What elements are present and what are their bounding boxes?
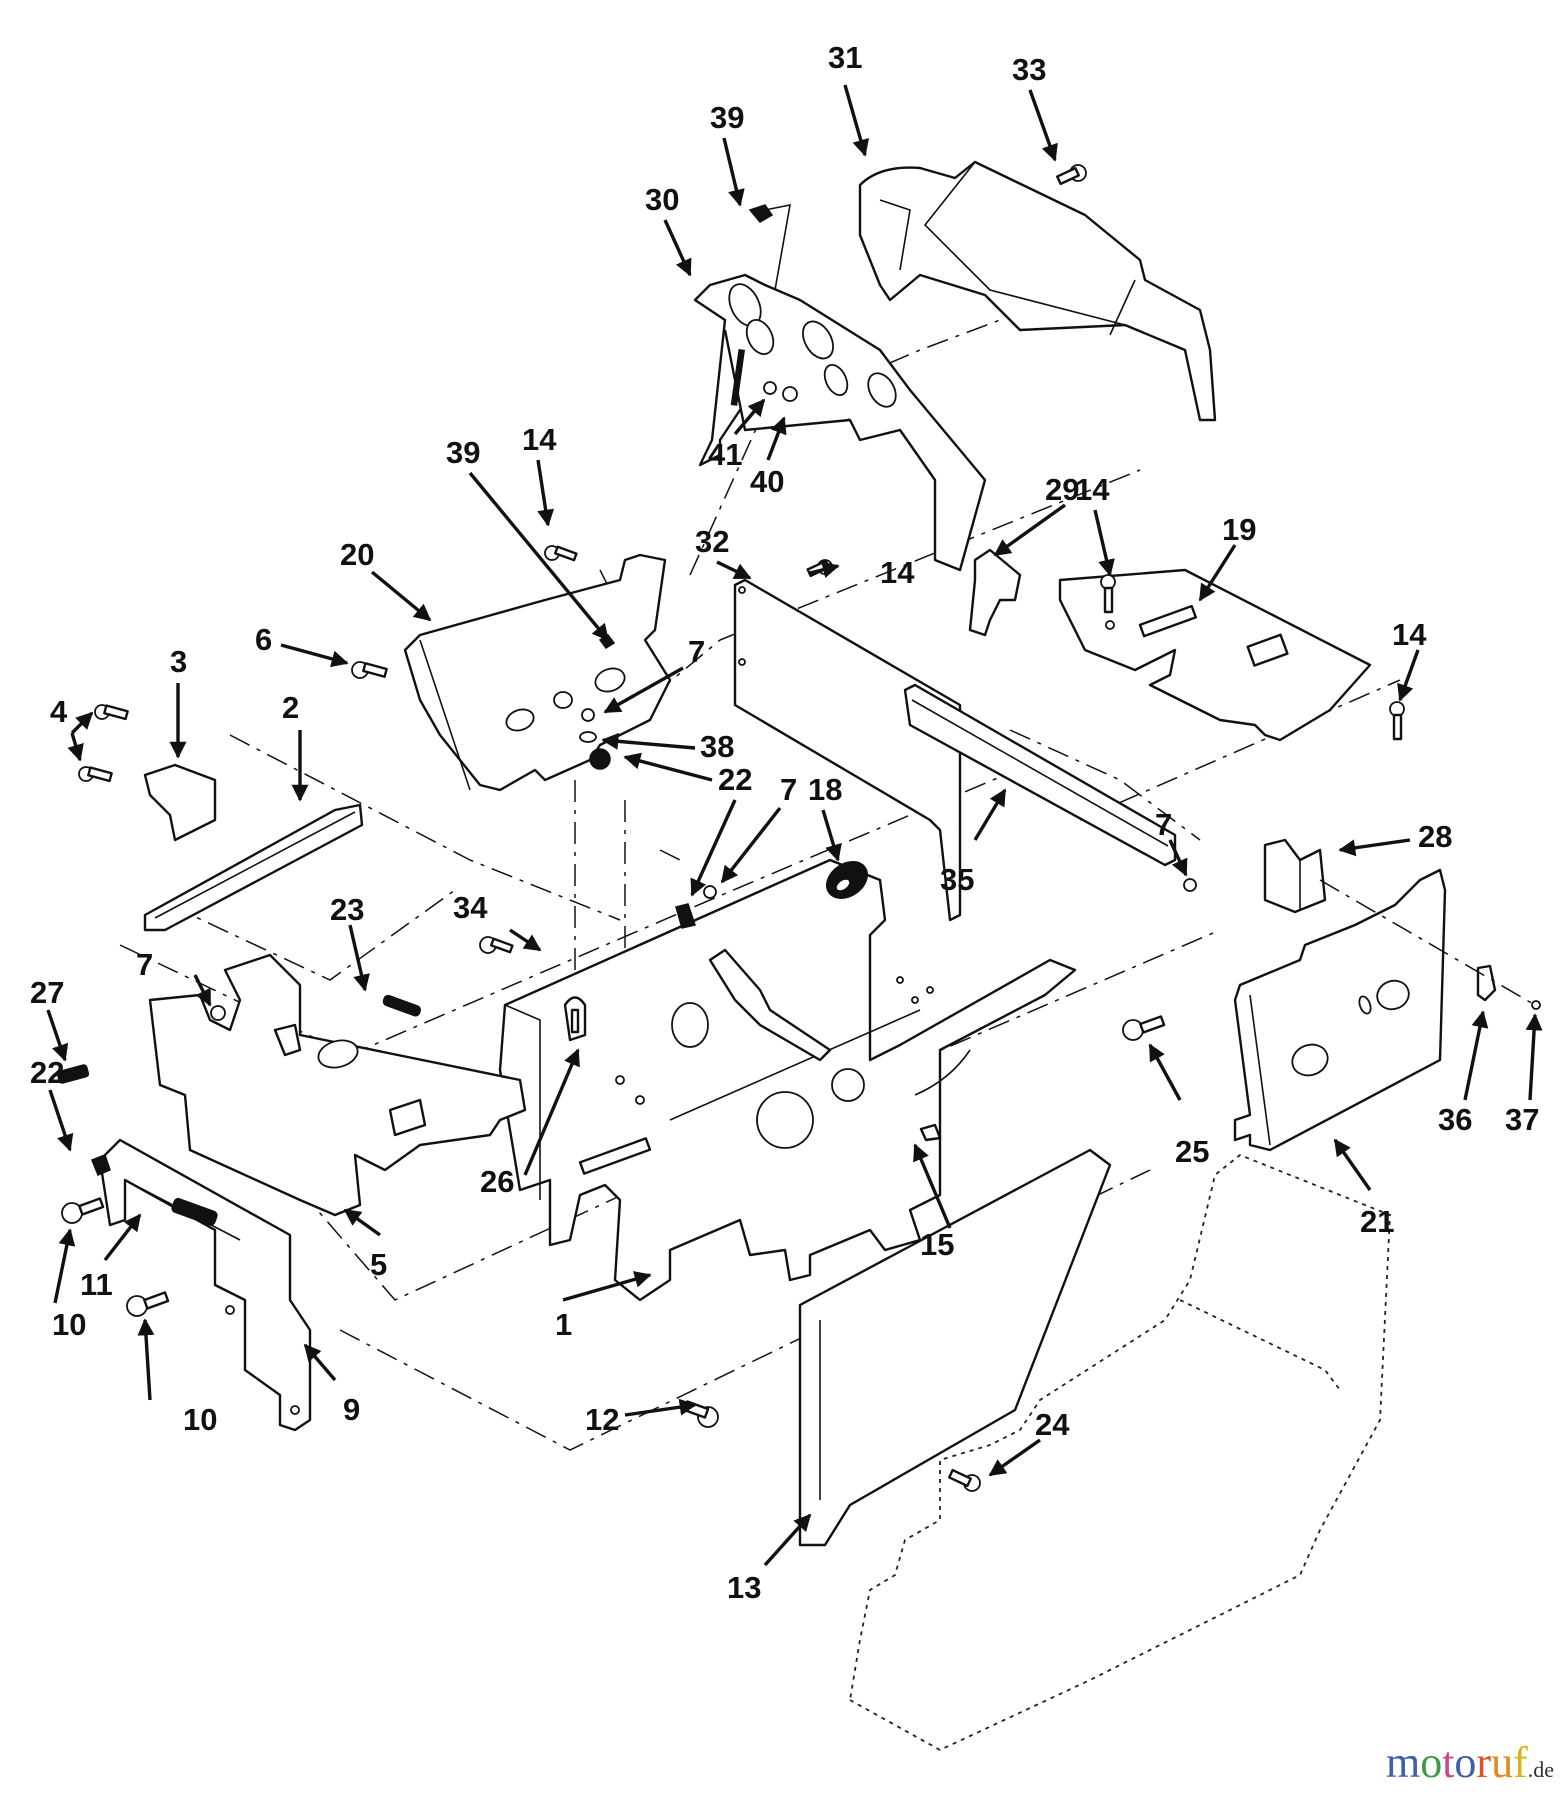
part-10-bolts bbox=[61, 1197, 170, 1317]
watermark-logo: motoruf.de bbox=[1386, 1737, 1554, 1788]
part-29-bracket bbox=[968, 548, 1022, 637]
part-37-rivet bbox=[1319, 879, 1541, 1010]
watermark-letter: u bbox=[1491, 1738, 1514, 1787]
callout-14: 14 bbox=[1075, 472, 1110, 507]
callout-3: 3 bbox=[170, 644, 187, 679]
callout-12: 12 bbox=[585, 1402, 619, 1437]
part-21-right-panel bbox=[1233, 868, 1447, 1152]
callout-22: 22 bbox=[718, 762, 752, 797]
callout-31: 31 bbox=[828, 40, 862, 75]
part-36-latch bbox=[1476, 964, 1497, 1002]
callout-10: 10 bbox=[52, 1307, 86, 1342]
callout-38: 38 bbox=[700, 729, 734, 764]
callout-39: 39 bbox=[446, 435, 480, 470]
callout-labels: 31 33 39 30 41 40 29 14 39 20 32 14 14 1… bbox=[30, 40, 1539, 1605]
part-15-clip bbox=[919, 1123, 942, 1142]
callout-19: 19 bbox=[1222, 512, 1256, 547]
callout-2: 2 bbox=[282, 690, 299, 725]
part-19-top-plate bbox=[1058, 568, 1372, 742]
part-13-side-panel bbox=[798, 1148, 1112, 1547]
callout-9: 9 bbox=[343, 1392, 360, 1427]
part-5-floor-plate bbox=[148, 953, 527, 1217]
callout-22: 22 bbox=[30, 1055, 64, 1090]
callout-11: 11 bbox=[80, 1267, 113, 1302]
callout-36: 36 bbox=[1438, 1102, 1472, 1137]
watermark-letter: t bbox=[1442, 1738, 1455, 1787]
part-20-dash-panel bbox=[403, 553, 672, 792]
callout-13: 13 bbox=[727, 1570, 761, 1605]
callout-24: 24 bbox=[1035, 1407, 1070, 1442]
watermark-letter: o bbox=[1420, 1738, 1443, 1787]
part-38-washer bbox=[579, 731, 597, 743]
callout-14: 14 bbox=[880, 555, 915, 590]
watermark-suffix: .de bbox=[1527, 1757, 1554, 1782]
part-6-bolt bbox=[351, 661, 388, 679]
callout-7: 7 bbox=[1155, 807, 1172, 842]
callout-23: 23 bbox=[330, 892, 364, 927]
callout-15: 15 bbox=[920, 1227, 954, 1262]
watermark-letter: m bbox=[1385, 1738, 1421, 1787]
callout-29: 29 bbox=[1045, 472, 1079, 507]
callout-28: 28 bbox=[1418, 819, 1452, 854]
part-7-nuts bbox=[210, 708, 1197, 1021]
watermark-letter: f bbox=[1513, 1738, 1528, 1787]
callout-35: 35 bbox=[940, 862, 974, 897]
callout-10: 10 bbox=[183, 1402, 217, 1437]
callout-20: 20 bbox=[340, 537, 374, 572]
part-31-dash-cover bbox=[858, 160, 1217, 422]
callout-32: 32 bbox=[695, 524, 729, 559]
callout-27: 27 bbox=[30, 975, 64, 1010]
part-34-bolt bbox=[479, 936, 514, 954]
callout-1: 1 bbox=[555, 1307, 572, 1342]
part-4-bolts bbox=[78, 704, 129, 783]
callout-7: 7 bbox=[688, 634, 705, 669]
callout-34: 34 bbox=[453, 890, 488, 925]
callout-14: 14 bbox=[522, 422, 557, 457]
leader-arrows bbox=[46, 84, 1543, 1567]
part-33-screw bbox=[1056, 164, 1087, 186]
part-22-clamps bbox=[91, 748, 696, 1176]
part-11-pad bbox=[171, 1197, 218, 1226]
part-18-grommet bbox=[826, 861, 868, 899]
callout-26: 26 bbox=[480, 1164, 514, 1199]
callout-40: 40 bbox=[750, 464, 784, 499]
callout-14: 14 bbox=[1392, 617, 1427, 652]
callout-18: 18 bbox=[808, 772, 842, 807]
callout-33: 33 bbox=[1012, 52, 1046, 87]
callout-39: 39 bbox=[710, 100, 744, 135]
callout-30: 30 bbox=[645, 182, 679, 217]
watermark-letter: o bbox=[1454, 1738, 1477, 1787]
callout-37: 37 bbox=[1505, 1102, 1539, 1137]
part-3-bracket bbox=[143, 763, 217, 842]
part-2-channel-rail bbox=[143, 803, 364, 932]
part-1-main-frame bbox=[498, 858, 1077, 1302]
callout-25: 25 bbox=[1175, 1134, 1209, 1169]
hardware-top bbox=[748, 203, 791, 291]
callout-4: 4 bbox=[50, 694, 68, 729]
callout-21: 21 bbox=[1360, 1204, 1394, 1239]
callout-5: 5 bbox=[370, 1247, 387, 1282]
part-26-bolt-clip bbox=[563, 996, 587, 1042]
watermark-letter: r bbox=[1476, 1738, 1492, 1787]
callout-7: 7 bbox=[780, 772, 797, 807]
part-28-angle-bracket bbox=[1263, 838, 1327, 914]
callout-7: 7 bbox=[136, 947, 153, 982]
part-30-instrument-panel bbox=[693, 273, 987, 572]
callout-41: 41 bbox=[708, 437, 742, 472]
part-24-bolt bbox=[948, 1468, 981, 1492]
part-27-pad bbox=[56, 1064, 90, 1084]
part-25-bolt bbox=[1122, 1015, 1166, 1041]
callout-6: 6 bbox=[255, 622, 272, 657]
